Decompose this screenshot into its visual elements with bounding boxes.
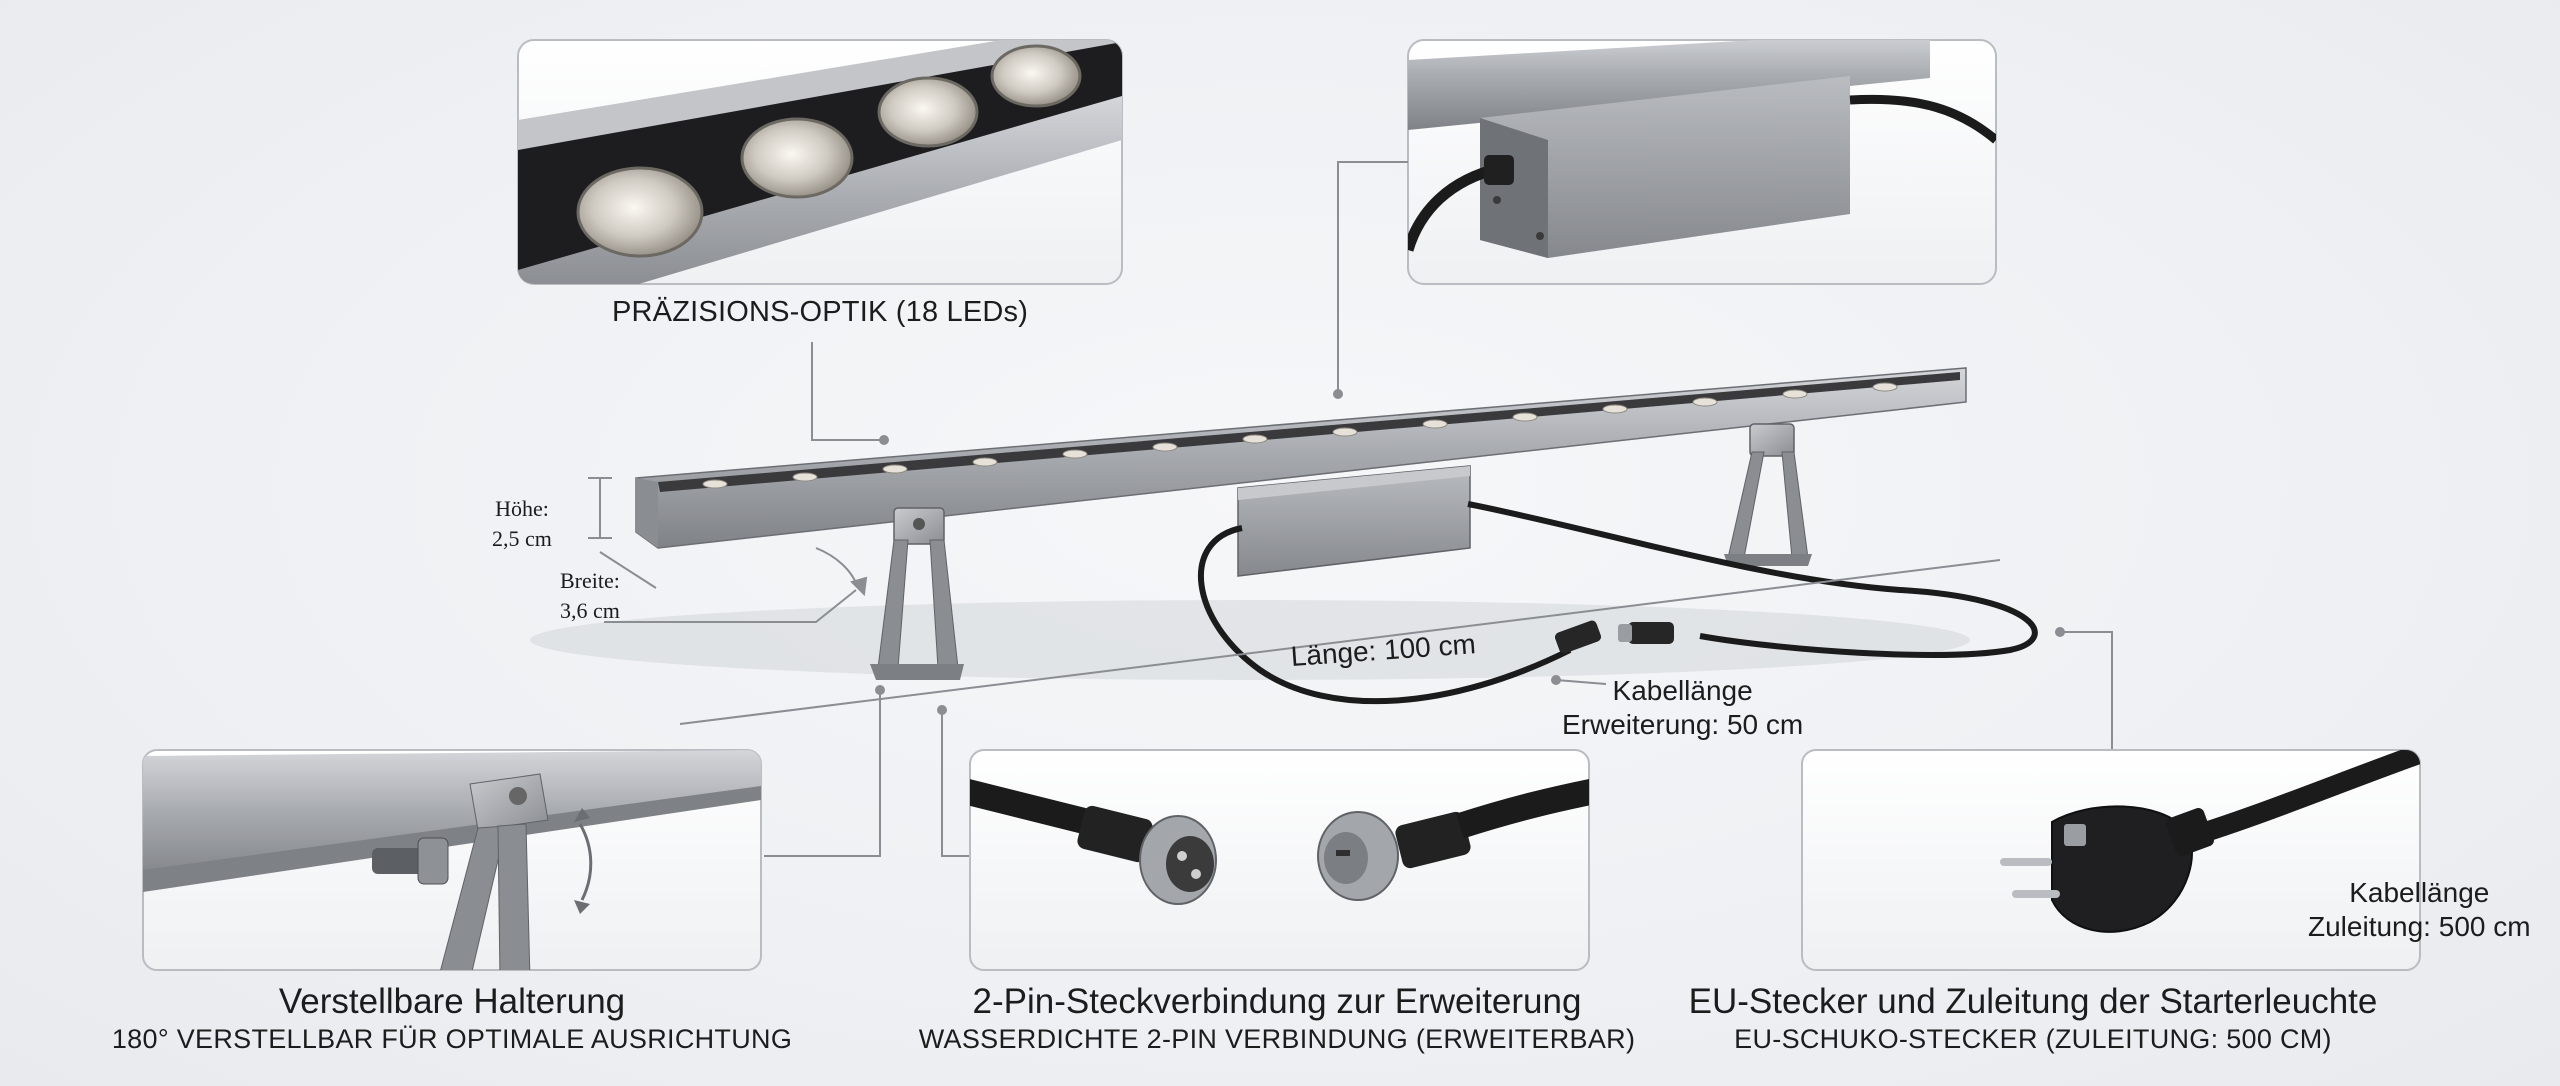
height-label: Höhe: bbox=[495, 496, 549, 521]
feature-subtitle-eu-plug: EU-SCHUKO-STECKER (ZULEITUNG: 500 CM) bbox=[1734, 1024, 2332, 1054]
extension-cable-label: Kabellänge bbox=[1612, 675, 1753, 706]
width-label: Breite: bbox=[560, 568, 620, 593]
extension-cable-length: Kabellänge Erweiterung: 50 cm bbox=[1562, 674, 1803, 742]
feature-title-connector: 2-Pin-Steckverbindung zur Erweiterung bbox=[972, 982, 1582, 1021]
panel-driver-box bbox=[1407, 39, 1997, 285]
supply-cable-value: Zuleitung: 500 cm bbox=[2308, 911, 2531, 942]
panel-optics bbox=[517, 39, 1123, 285]
right-bracket bbox=[1724, 423, 1812, 566]
height-value: 2,5 cm bbox=[492, 526, 552, 551]
width-dimension: Breite: 3,6 cm bbox=[560, 566, 620, 626]
supply-cable-length: Kabellänge Zuleitung: 500 cm bbox=[2308, 876, 2531, 944]
feature-title-eu-plug: EU-Stecker und Zuleitung der Starterleuc… bbox=[1688, 982, 2378, 1021]
supply-cable-label: Kabellänge bbox=[2349, 877, 2490, 908]
led-wall-washer-main bbox=[530, 367, 2038, 705]
feature-subtitle-connector: WASSERDICHTE 2-PIN VERBINDUNG (ERWEITERB… bbox=[918, 1024, 1636, 1054]
width-value: 3,6 cm bbox=[560, 598, 620, 623]
panel-bracket bbox=[142, 749, 762, 971]
female-connector-icon bbox=[1139, 815, 1217, 905]
height-dimension: Höhe: 2,5 cm bbox=[492, 494, 552, 554]
led-lens-icon bbox=[576, 44, 1082, 258]
schuko-plug-icon bbox=[2000, 805, 2214, 933]
extension-cable-value: Erweiterung: 50 cm bbox=[1562, 709, 1804, 740]
feature-title-bracket: Verstellbare Halterung bbox=[278, 982, 626, 1021]
led-row bbox=[702, 382, 1898, 489]
panel-eu-plug bbox=[1801, 749, 2421, 971]
feature-subtitle-bracket: 180° VERSTELLBAR FÜR OPTIMALE AUSRICHTUN… bbox=[111, 1024, 793, 1054]
male-connector-icon bbox=[1317, 811, 1399, 901]
left-bracket bbox=[870, 507, 964, 680]
optics-label: PRÄZISIONS-OPTIK (18 LEDs) bbox=[612, 296, 1029, 328]
panel-connectors bbox=[969, 749, 1590, 971]
